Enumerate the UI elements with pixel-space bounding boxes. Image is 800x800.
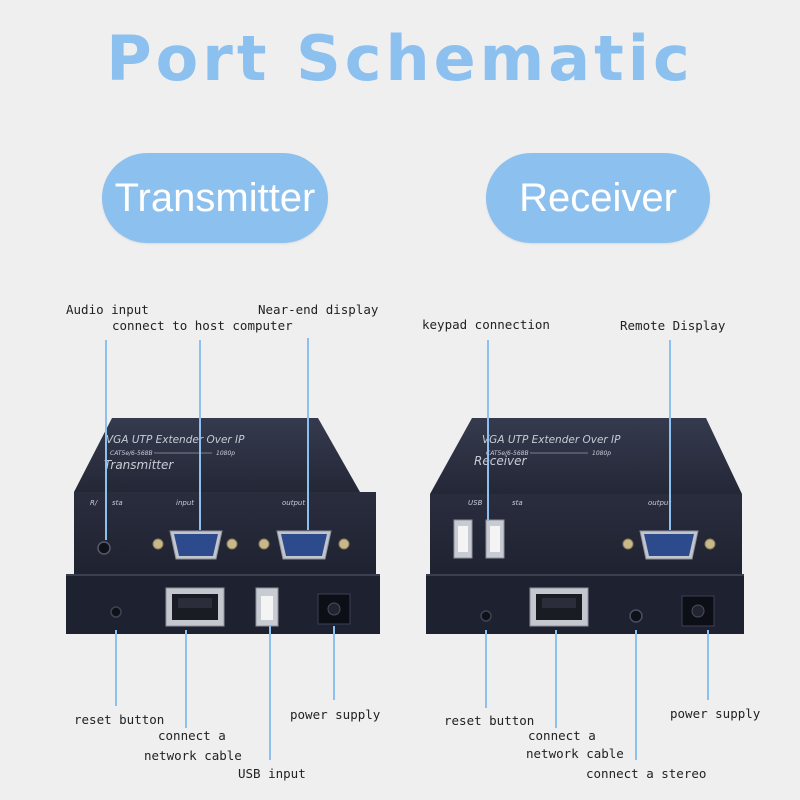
transmitter-badge: Transmitter	[102, 153, 328, 243]
receiver-badge: Receiver	[486, 153, 710, 243]
transmitter-port-sta-label: sta	[112, 499, 123, 507]
label-power-supply: power supply	[290, 707, 381, 722]
power-jack-icon	[317, 593, 351, 625]
vga-input-port-icon	[152, 530, 238, 560]
label-reset-button: reset button	[74, 712, 165, 727]
reset-button-icon	[110, 606, 122, 618]
receiver-name-text: Receiver	[474, 454, 528, 468]
label-near-display: Near-end display	[258, 302, 379, 317]
label-audio-input: Audio input	[66, 302, 149, 317]
vga-output-port-icon	[258, 530, 350, 560]
label-keypad-connection: keypad connection	[422, 317, 550, 332]
transmitter-name-text: Transmitter	[104, 458, 174, 472]
receiver-header-text: VGA UTP Extender Over IP	[482, 434, 621, 446]
receiver-res-text: 1080p	[592, 450, 611, 457]
receiver-device: VGA UTP Extender Over IP CAT5e/6-568B 10…	[426, 418, 744, 634]
transmitter-top-panel	[74, 418, 360, 492]
receiver-network-port-icon	[529, 587, 589, 627]
usb-port-icon	[255, 587, 279, 627]
label-receiver-power: power supply	[670, 706, 761, 721]
keypad-usb-ports-icon	[453, 519, 505, 559]
audio-jack-icon	[97, 541, 111, 555]
label-network-line2: network cable	[144, 748, 242, 763]
page-title: Port Schematic	[106, 22, 694, 95]
transmitter-res-text: 1080p	[216, 450, 235, 457]
stereo-jack-icon	[629, 609, 643, 623]
remote-vga-output-port-icon	[622, 530, 716, 560]
transmitter-port-output-label: output	[282, 499, 305, 507]
receiver-port-usb-label: USB	[468, 499, 483, 507]
label-connect-stereo: connect a stereo	[586, 766, 707, 781]
label-remote-display: Remote Display	[620, 318, 726, 333]
transmitter-sub-text: CAT5e/6-568B	[110, 450, 153, 457]
transmitter-device: VGA UTP Extender Over IP CAT5e/6-568B 10…	[66, 418, 380, 634]
label-host-computer: connect to host computer	[112, 318, 293, 333]
label-receiver-reset: reset button	[444, 713, 535, 728]
label-usb-input: USB input	[238, 766, 306, 781]
receiver-reset-button-icon	[480, 610, 492, 622]
transmitter-header-text: VGA UTP Extender Over IP	[106, 434, 245, 446]
label-network-line1: connect a	[158, 728, 226, 743]
receiver-port-output-label: output	[648, 499, 671, 507]
receiver-sub-text: CAT5e/6-568B	[486, 450, 529, 457]
transmitter-port-input-label: input	[176, 499, 194, 507]
leader-lines	[105, 338, 709, 760]
receiver-port-sta-label: sta	[512, 499, 523, 507]
network-port-icon	[165, 587, 225, 627]
receiver-top-panel	[430, 418, 742, 494]
transmitter-port-r-label: R/	[90, 499, 98, 507]
receiver-power-jack-icon	[681, 595, 715, 627]
label-receiver-network-line1: connect a	[528, 728, 596, 743]
label-receiver-network-line2: network cable	[526, 746, 624, 761]
